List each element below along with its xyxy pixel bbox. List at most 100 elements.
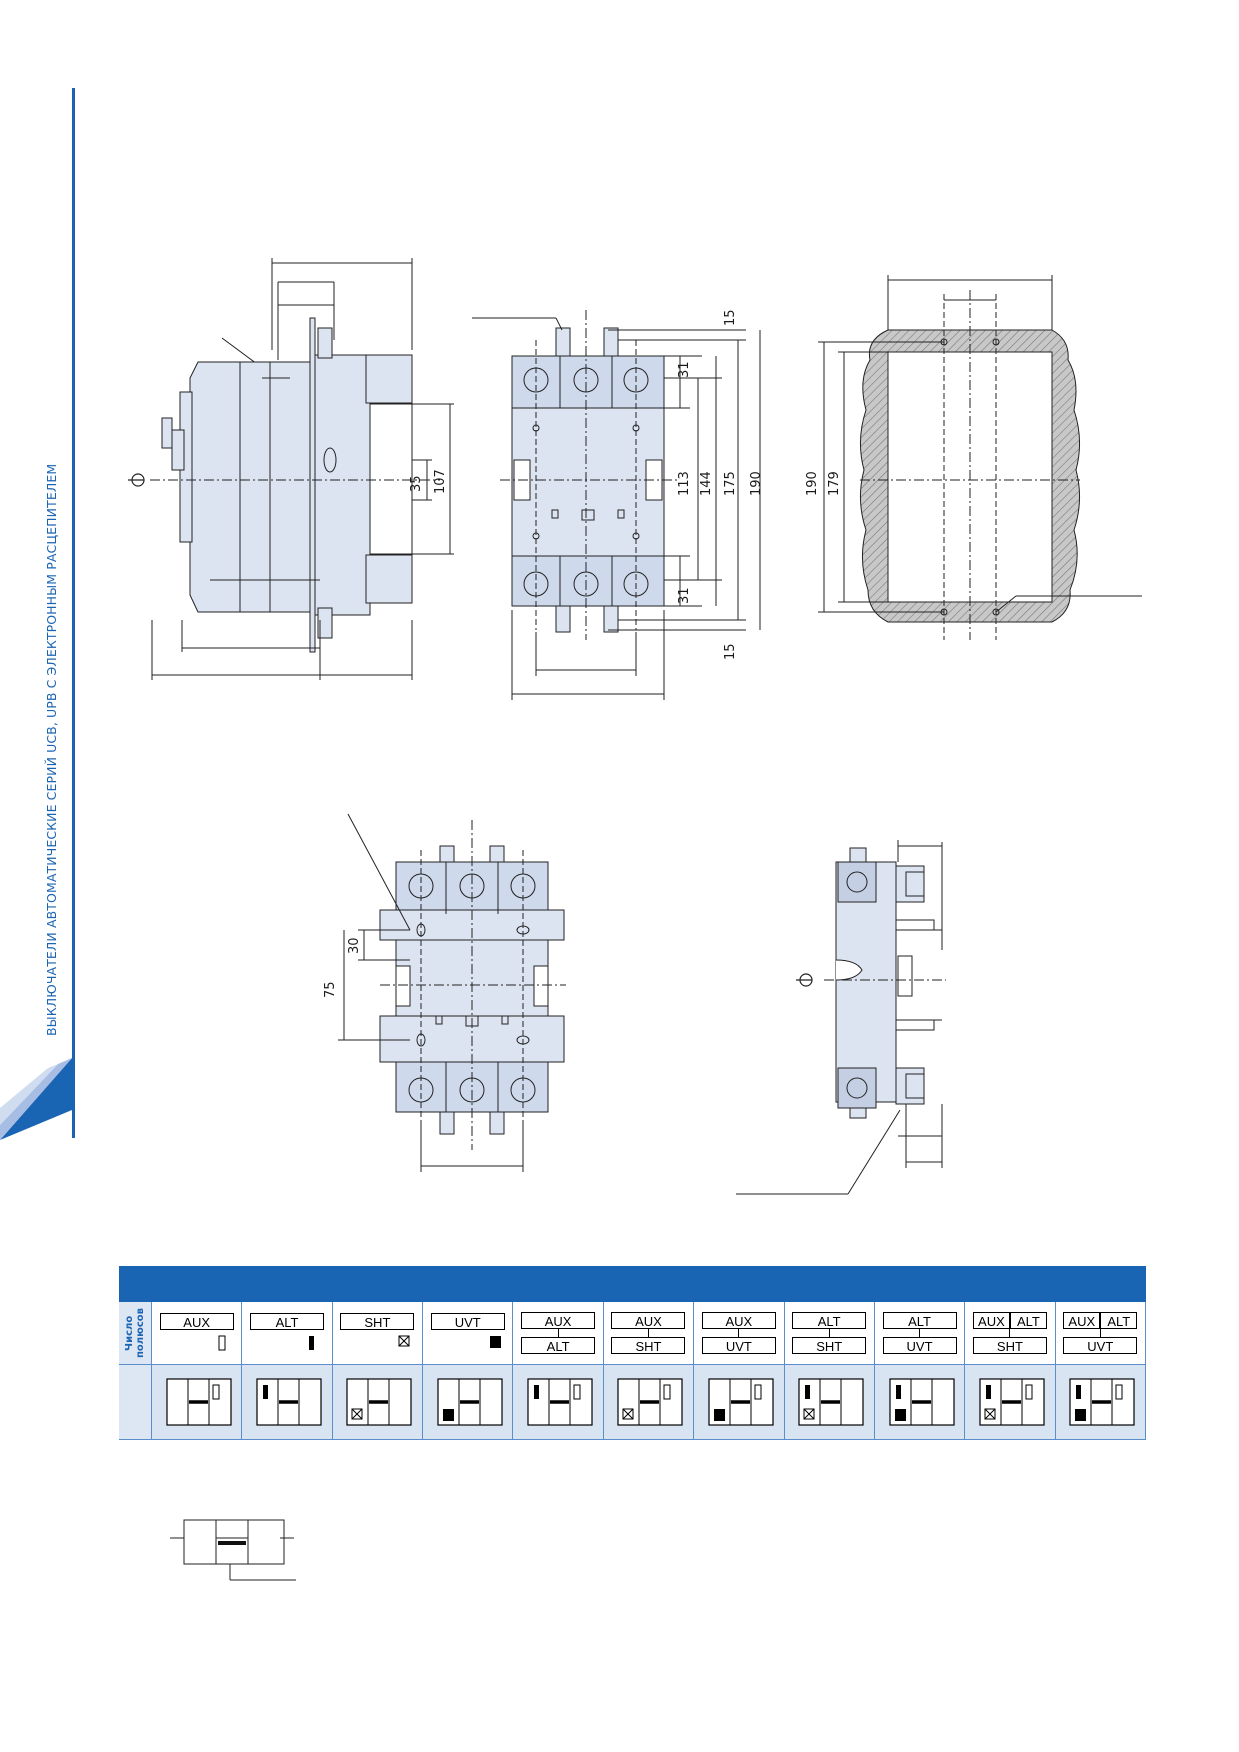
breaker-symbol (708, 1378, 774, 1426)
sht-mark-icon (398, 1335, 410, 1346)
accessory-mark (309, 1335, 315, 1350)
accessory-label: AUX (611, 1312, 686, 1329)
accessory-symbol-cell (874, 1364, 966, 1440)
accessory-label: AUX (972, 1312, 1010, 1329)
row-label: Число полюсов (124, 1308, 146, 1358)
sht-mark-icon (351, 1408, 363, 1420)
dim-31-top: 31 (677, 361, 692, 378)
accessory-label: ALT (250, 1312, 325, 1330)
accessory-label-cell: SHT (332, 1302, 424, 1365)
dim-75: 75 (323, 981, 338, 998)
label-connector (738, 1329, 740, 1337)
accessory-label: AUX (521, 1312, 596, 1329)
accessory-label: AUX (701, 1312, 776, 1329)
accessory-label-cell: UVT (422, 1302, 514, 1365)
dim-190: 190 (749, 471, 764, 496)
accessory-label: ALT (1009, 1312, 1047, 1329)
aux-mark-icon (1115, 1384, 1123, 1400)
accessory-label: ALT (792, 1312, 867, 1329)
label-connector (1009, 1329, 1011, 1337)
sht-mark-icon (803, 1408, 815, 1420)
accessory-mark (218, 1335, 226, 1350)
sidebar-accent-line (72, 88, 75, 1138)
accessory-symbol-cell (693, 1364, 785, 1440)
accessory-label-cell: AUX SHT (603, 1302, 695, 1365)
accessory-label: UVT (882, 1337, 957, 1354)
aux-mark-icon (212, 1384, 220, 1400)
label-connector (557, 1329, 559, 1337)
accessory-label: UVT (701, 1337, 776, 1354)
uvt-mark-icon (894, 1409, 906, 1421)
accessory-label: SHT (972, 1337, 1047, 1354)
accessory-label: SHT (792, 1337, 867, 1354)
alt-mark-icon (805, 1385, 811, 1399)
dim-107: 107 (433, 469, 448, 494)
rear-view-dimension-labels: 30 75 (323, 937, 362, 998)
dim-175: 175 (723, 471, 738, 496)
breaker-symbol (346, 1378, 412, 1426)
label-connector (647, 1329, 649, 1337)
dim-15-top: 15 (723, 309, 738, 326)
dim-30: 30 (347, 937, 362, 954)
accessory-label-cell: AUX (151, 1302, 243, 1365)
sht-mark-icon (984, 1408, 996, 1420)
alt-mark-icon (985, 1385, 991, 1399)
accessory-label: SHT (611, 1337, 686, 1354)
breaker-symbol (256, 1378, 322, 1426)
accessory-label: UVT (430, 1312, 505, 1330)
accessory-label-cell: ALT (241, 1302, 333, 1365)
accessory-symbol-cell (784, 1364, 875, 1440)
accessory-label-cell: AUX UVT (693, 1302, 785, 1365)
accessory-label: ALT (521, 1337, 596, 1354)
technical-drawings: 35 107 (128, 258, 1142, 1195)
dim-31-bottom: 31 (677, 587, 692, 604)
rear-view-drawing (338, 813, 566, 1172)
front-view-drawing (472, 310, 761, 700)
row-label-cell: Число полюсов (119, 1302, 152, 1365)
legend-symbol (170, 1519, 296, 1581)
uvt-mark-icon (489, 1335, 501, 1348)
center-axis-icon (128, 473, 145, 487)
breaker-symbol (617, 1378, 684, 1426)
front-view-dimension-labels: 15 31 113 144 175 190 31 15 (677, 309, 764, 660)
accessory-label-cell: ALT SHT (784, 1302, 875, 1365)
center-axis-icon (796, 973, 813, 987)
accessory-label: ALT (882, 1312, 957, 1329)
dim-144: 144 (699, 471, 714, 496)
cutout-view-drawing (818, 275, 1142, 640)
table-header-bar (119, 1266, 1146, 1302)
aux-mark-icon (218, 1335, 226, 1350)
accessory-mark (398, 1335, 410, 1346)
breaker-symbol (166, 1378, 232, 1426)
cutout-view-dimension-labels: 190 179 (805, 471, 842, 496)
accessory-label: AUX (1063, 1312, 1101, 1329)
accessory-label: SHT (340, 1312, 415, 1330)
breaker-symbol (437, 1378, 503, 1426)
breaker-symbol (888, 1378, 955, 1426)
accessory-label-cell: ALT UVT (874, 1302, 966, 1365)
dim-35: 35 (409, 475, 424, 492)
side-view-drawing (150, 258, 454, 680)
accessory-label: AUX (159, 1312, 234, 1330)
side-view-dimension-labels: 35 107 (409, 469, 448, 494)
accessory-symbol-cell (332, 1364, 424, 1440)
accessory-label-cell: AUX ALT (512, 1302, 604, 1365)
alt-mark-icon (1076, 1385, 1082, 1399)
uvt-mark-icon (1075, 1409, 1087, 1421)
aux-mark-icon (573, 1384, 581, 1400)
alt-mark-icon (309, 1335, 315, 1350)
label-connector (1099, 1329, 1101, 1337)
aux-mark-icon (1025, 1384, 1033, 1400)
breaker-symbol (979, 1378, 1045, 1426)
profile-view-drawing (736, 840, 946, 1195)
label-connector (828, 1329, 830, 1337)
alt-mark-icon (263, 1385, 269, 1399)
alt-mark-icon (895, 1385, 901, 1399)
row-symbol-label-cell (119, 1364, 152, 1440)
breaker-symbol (1069, 1378, 1135, 1426)
label-connector (919, 1329, 921, 1337)
dim-15-bottom: 15 (723, 643, 738, 660)
